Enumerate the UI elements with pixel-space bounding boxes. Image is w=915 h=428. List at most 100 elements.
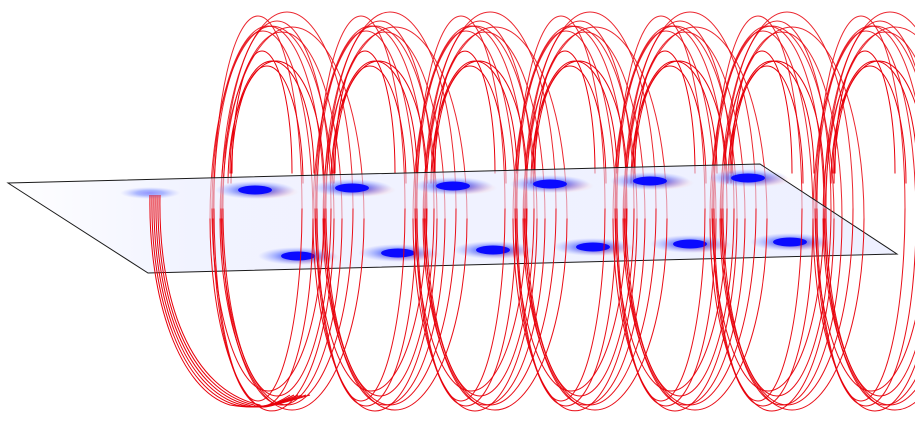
vortex-core-b-0 [281, 251, 315, 261]
field-line-front-arc [423, 208, 557, 406]
field-line-back-arc [324, 31, 446, 219]
field-line-inner-arc [230, 65, 304, 184]
field-line-front-arc [623, 208, 757, 406]
field-line-front-arc [614, 208, 728, 392]
vortex-core-b-2 [476, 245, 510, 255]
field-line-coils-back [209, 11, 915, 219]
field-line-front-arc [514, 208, 628, 392]
field-line-front-arc [822, 218, 915, 411]
field-line-lead-in [159, 194, 311, 408]
field-line-front-arc [314, 208, 428, 392]
field-line-front-arc [814, 208, 915, 392]
field-line-back-arc [219, 26, 365, 219]
field-line-back-arc [422, 26, 568, 219]
field-line-inner-arc [333, 65, 407, 184]
field-line-back-arc [525, 20, 635, 209]
vortex-core-a-6 [731, 173, 765, 183]
field-line-back-arc [315, 30, 417, 219]
field-line-front-arc [315, 218, 417, 407]
vortex-core-b-1 [381, 248, 415, 258]
vortex-core-a-3 [436, 181, 470, 191]
field-line-front-arc [622, 218, 768, 411]
field-line-back-arc [425, 20, 535, 209]
vortex-core-a-5 [633, 176, 667, 186]
vortex-core-a-4 [533, 179, 567, 189]
cut-plane [6, 163, 899, 274]
field-line-back-arc [220, 11, 354, 209]
field-line-back-arc [423, 11, 557, 209]
field-line-front-arc [512, 218, 638, 412]
field-line-front-arc [219, 218, 365, 411]
field-line-back-arc [424, 31, 546, 219]
field-line-back-arc [720, 11, 854, 209]
field-line-inner-arc [227, 60, 325, 184]
field-line-back-arc [612, 25, 738, 219]
field-line-front-arc [422, 218, 568, 411]
field-line-inner-arc [833, 65, 907, 184]
field-line-front-arc [719, 218, 865, 411]
field-line-front-arc [815, 218, 915, 407]
field-line-back-arc [624, 31, 746, 219]
field-line-back-arc [222, 20, 332, 209]
field-line-inner-arc [730, 65, 804, 184]
field-line-back-arc [209, 25, 335, 219]
field-line-back-arc [712, 30, 814, 219]
field-line-back-arc [722, 20, 832, 209]
field-line-front-arc [425, 208, 535, 397]
vortex-core-a-2 [335, 183, 369, 193]
field-line-back-arc [823, 11, 915, 209]
cut-plane-outline [6, 163, 899, 274]
field-line-front-arc [325, 208, 435, 397]
field-line-back-arc [523, 11, 657, 209]
field-line-back-arc [822, 26, 915, 219]
field-line-back-arc [623, 11, 757, 209]
field-line-inner-arc [433, 65, 507, 184]
vortex-core-b-3 [576, 242, 610, 252]
field-line-front-arc [712, 218, 814, 407]
field-line-back-arc [212, 30, 314, 219]
field-line-inner-arc [630, 60, 728, 184]
field-line-back-arc [615, 30, 717, 219]
field-line-back-arc [415, 30, 517, 219]
field-line-back-arc [825, 20, 915, 209]
field-line-front-arc [412, 218, 538, 412]
vortex-core-a-1 [238, 185, 272, 195]
field-line-front-arc [720, 208, 854, 406]
field-line-front-arc [414, 208, 528, 392]
field-line-back-arc [815, 30, 915, 219]
field-line-back-arc [824, 31, 915, 219]
field-line-back-arc [522, 26, 668, 219]
vortex-core-b-4 [673, 239, 707, 249]
vortex-entry-smear [120, 187, 180, 199]
field-line-front-arc [312, 218, 438, 412]
field-line-back-arc [719, 26, 865, 219]
field-line-back-arc [524, 31, 646, 219]
field-line-front-arc [220, 208, 354, 406]
field-line-front-arc [825, 208, 915, 397]
field-line-inner-arc [533, 65, 607, 184]
field-line-inner-arc [633, 65, 707, 184]
field-line-front-arc [709, 218, 835, 412]
field-line-front-arc [525, 208, 635, 397]
field-line-front-arc [615, 218, 717, 407]
field-line-front-arc [222, 208, 332, 397]
field-line-back-arc [325, 20, 435, 209]
field-line-back-arc [622, 26, 768, 219]
field-line-front-arc [812, 218, 915, 412]
field-line-front-arc [322, 218, 468, 411]
field-line-front-arc [522, 218, 668, 411]
field-line-front-arc [515, 218, 617, 407]
field-line-inner-arc [727, 60, 825, 184]
field-line-back-arc [322, 26, 468, 219]
field-line-front-arc [722, 208, 832, 397]
field-line-coils-front [149, 194, 915, 412]
field-line-back-arc [812, 25, 915, 219]
field-line-front-arc [523, 208, 657, 406]
field-line-front-arc [415, 218, 517, 407]
field-line-back-arc [515, 30, 617, 219]
field-line-inner-arc [830, 60, 915, 184]
field-line-back-arc [709, 25, 835, 219]
field-line-front-arc [209, 218, 335, 412]
field-line-front-arc [823, 208, 915, 406]
